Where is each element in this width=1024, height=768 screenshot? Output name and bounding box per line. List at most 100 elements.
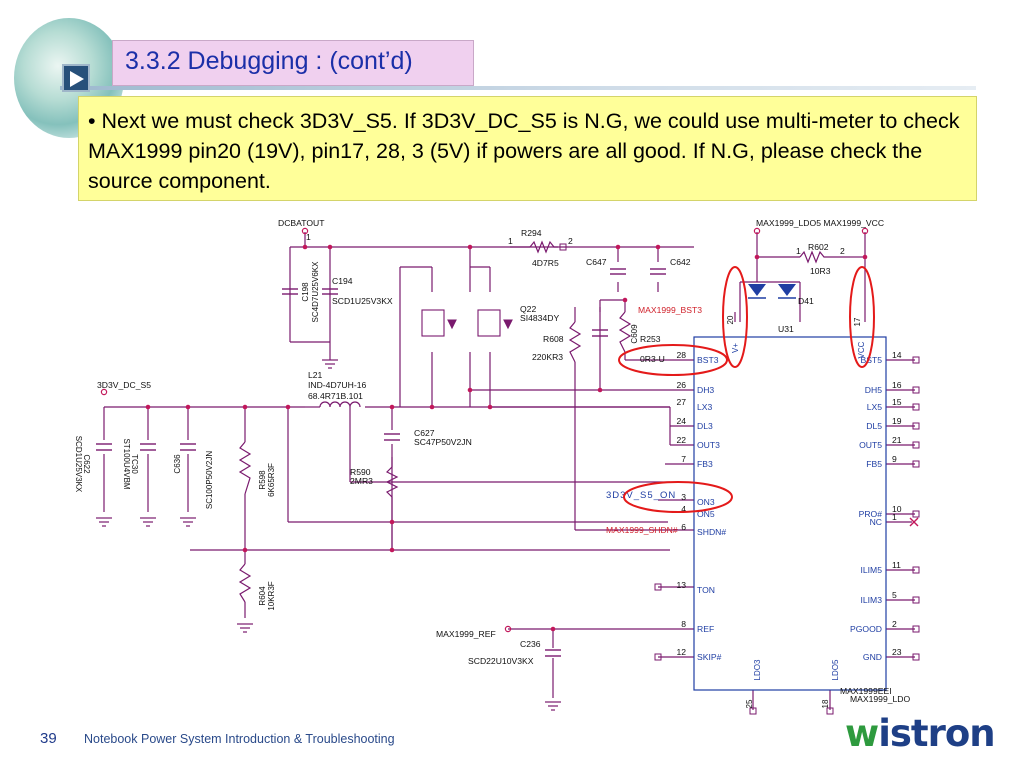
ic-pin-name-left: ON3 [697,497,715,507]
svg-text:25: 25 [745,699,754,708]
svg-text:L21: L21 [308,370,323,380]
svg-text:10R3: 10R3 [810,266,831,276]
svg-text:V+: V+ [731,343,740,353]
ic-pin-number-right: 10 [892,504,902,514]
svg-text:C236: C236 [520,639,541,649]
svg-text:SCD1U25V3KX: SCD1U25V3KX [332,296,393,306]
svg-text:4D7R5: 4D7R5 [532,258,559,268]
slide-title: 3.3.2 Debugging : (cont’d) [125,47,413,75]
svg-text:1: 1 [796,246,801,256]
svg-text:R602: R602 [808,242,829,252]
ic-pin-number-right: 2 [892,619,897,629]
svg-text:1: 1 [508,236,513,246]
ic-pin-name-left: OUT3 [697,440,720,450]
ic-pin-number-right: 9 [892,454,897,464]
mosfet-q22 [421,309,513,337]
ic-pin-name-right: LX5 [867,402,883,412]
svg-text:TC30: TC30 [130,454,139,474]
ic-pin-name-left: REF [697,624,714,634]
net-max1999-bst3: MAX1999_BST3 [638,305,702,315]
ic-pin-number-right: 16 [892,380,902,390]
svg-text:MAX1999EEI: MAX1999EEI [840,686,892,696]
net-3d3v-s5-on: 3D3V_S5_ON [606,490,676,501]
ic-left-pins: BST328DH326LX327DL324OUT322FB37ON33ON54S… [676,350,726,662]
svg-text:10KR3F: 10KR3F [267,581,276,610]
svg-text:220KR3: 220KR3 [532,352,563,362]
svg-text:SC100P50V2JN: SC100P50V2JN [205,451,214,509]
nc-mark [909,517,919,527]
ic-pin-name-left: TON [697,585,715,595]
net-max1999-shdn: MAX1999_SHDN# [606,525,678,535]
svg-text:R608: R608 [543,334,564,344]
ic-pin-number-right: 11 [892,560,901,570]
ic-pin-name-left: BST3 [697,355,719,365]
highlight-pin20 [722,266,748,368]
net-max1999-ldo: MAX1999_LDO [850,694,911,704]
svg-text:20: 20 [726,315,735,324]
ic-pin-name-right: NC [870,517,882,527]
svg-text:SCD1U25V3KX: SCD1U25V3KX [74,436,83,493]
svg-text:C609: C609 [630,324,639,344]
svg-text:R604: R604 [258,586,267,606]
svg-text:SC4D7U25V6KX: SC4D7U25V6KX [311,261,320,323]
highlight-bst3 [618,344,728,376]
footer-text: Notebook Power System Introduction & Tro… [84,732,395,746]
ic-pin-number-left: 28 [676,350,686,360]
svg-text:C647: C647 [586,257,607,267]
svg-text:SC47P50V2JN: SC47P50V2JN [414,437,472,447]
svg-text:R598: R598 [258,470,267,490]
highlight-3d3v-s5-on [623,481,733,513]
net-ldo5-vcc: MAX1999_LDO5 MAX1999_VCC [756,218,884,228]
ic-pin-name-left: SKIP# [697,652,722,662]
svg-text:C627: C627 [414,428,435,438]
svg-text:C642: C642 [670,257,691,267]
note-box: • Next we must check 3D3V_S5. If 3D3V_DC… [78,96,977,201]
ic-pin-name-right: DL5 [866,421,882,431]
header-divider [60,86,976,90]
svg-text:C636: C636 [173,454,182,474]
highlight-pin17 [849,266,875,368]
svg-text:1: 1 [306,232,311,242]
ic-pin-number-right: 14 [892,350,902,360]
schematic-labels: DCBATOUT MAX1999_LDO5 MAX1999_VCC 3D3V_D… [97,218,911,704]
ic-pin-number-left: 4 [681,504,686,514]
ic-pin-number-left: 13 [676,580,686,590]
svg-text:LDO3: LDO3 [753,659,762,680]
ic-pin-name-right: OUT5 [859,440,882,450]
junction-dots [145,244,868,632]
svg-text:68.4R71B.101: 68.4R71B.101 [308,391,363,401]
svg-text:17: 17 [853,317,862,326]
ic-pin-name-left: DL3 [697,421,713,431]
ic-pin-number-left: 22 [676,435,686,445]
rotated-labels: C198 SC4D7U25V6KX C609 SCD1U25V3KX C622 … [74,261,639,611]
ic-pin-name-right: PRO# [859,509,883,519]
ic-pin-number-right: 1 [892,512,897,522]
ic-pin-number-left: 27 [676,397,686,407]
ic-pin-number-left: 24 [676,416,686,426]
ic-pin-name-left: SHDN# [697,527,726,537]
svg-text:2MR3: 2MR3 [350,476,373,486]
ic-pin-number-right: 21 [892,435,902,445]
ic-pin-number-right: 23 [892,647,902,657]
ic-pin-number-right: 5 [892,590,897,600]
svg-text:SCD22U10V3KX: SCD22U10V3KX [468,656,534,666]
ic-pin-name-right: GND [863,652,882,662]
play-icon[interactable] [62,64,90,92]
bullet-text: • Next we must check 3D3V_S5. If 3D3V_DC… [88,109,960,193]
svg-text:2: 2 [840,246,845,256]
svg-text:VCC: VCC [857,341,866,358]
svg-text:R294: R294 [521,228,542,238]
red-net-labels: MAX1999_BST3 MAX1999_SHDN# [606,305,702,535]
svg-text:2: 2 [568,236,573,246]
svg-text:C194: C194 [332,276,353,286]
inductor-l21 [319,401,361,408]
ic-pin-name-left: FB3 [697,459,713,469]
page-number: 39 [40,730,57,747]
ic-pin-number-right: 15 [892,397,902,407]
ic-pin-name-right: FB5 [866,459,882,469]
ic-pin-number-left: 12 [676,647,686,657]
ground-symbols [96,359,561,711]
ic-pin-name-right: DH5 [865,385,882,395]
net-max1999-ref: MAX1999_REF [436,629,496,639]
pin-boxes [559,243,920,715]
